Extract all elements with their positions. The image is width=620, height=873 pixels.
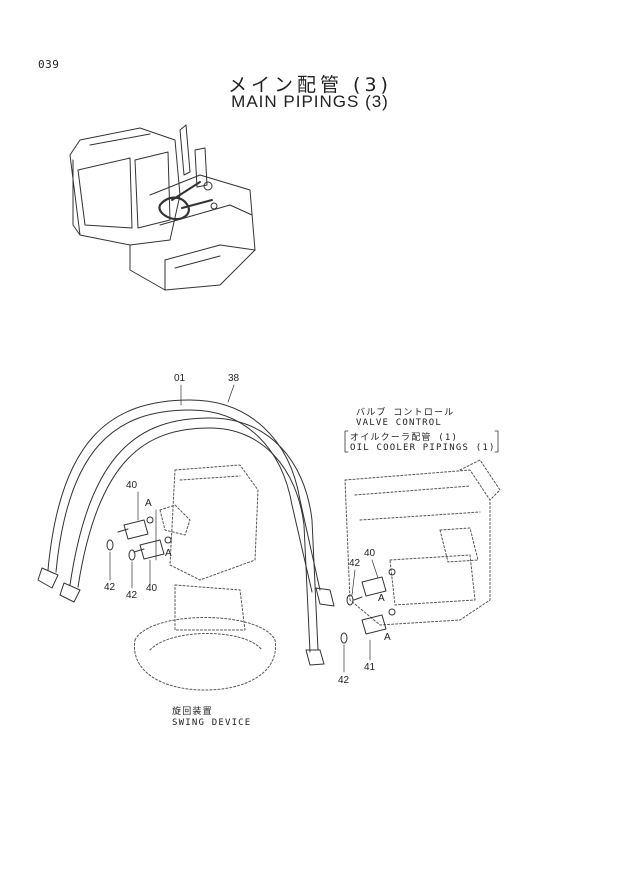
page-title-en: MAIN PIPINGS (3) [231,92,389,111]
callout-42-right-bottom: 42 [338,675,350,686]
callout-40-left-bottom: 40 [146,583,158,594]
callout-41: 41 [364,662,376,673]
fittings-right [340,430,499,673]
callout-38: 38 [228,373,240,384]
page-number: 039 [38,58,60,71]
callout-40-left-top: 40 [126,480,138,491]
hose-assembly [37,384,335,666]
page-title-jp: メイン配管 (3) [228,74,392,96]
label-swing-device-en: SWING DEVICE [172,718,252,728]
callout-40-right: 40 [364,548,376,559]
callout-a-left-2: A [165,548,172,559]
callout-42-right-top: 42 [349,558,361,569]
excavator-overview-illustration [69,124,256,291]
callout-01: 01 [174,373,186,384]
label-swing-device-jp: 旋回装置 [172,707,213,717]
fittings-left [106,491,172,589]
control-valve-illustration [344,459,501,626]
callout-42-left-b: 42 [126,590,138,601]
callout-a-right-2: A [384,632,391,643]
callout-a-right-1: A [378,593,385,604]
callout-42-left-a: 42 [104,582,116,593]
label-oil-cooler-jp: オイルクーラ配管 (1) [350,433,459,443]
label-valve-control-jp: バルブ コントロール [356,408,455,418]
label-valve-control-en: VALVE CONTROL [356,418,443,428]
callout-a-left-1: A [145,498,152,509]
label-oil-cooler-en: OIL COOLER PIPINGS (1) [350,443,496,453]
swing-device-illustration [133,464,277,691]
